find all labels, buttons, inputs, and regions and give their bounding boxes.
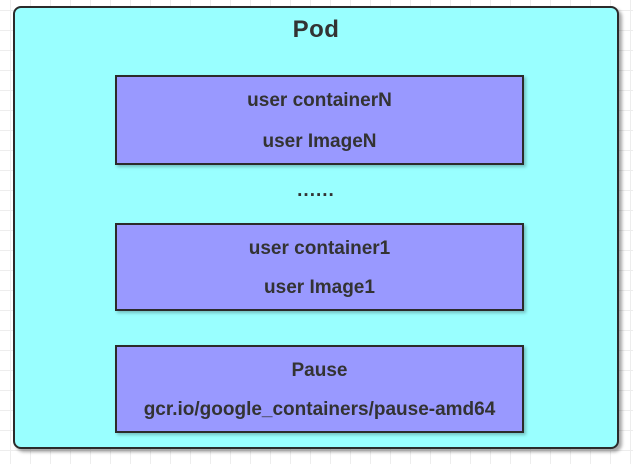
container-name: user containerN	[247, 90, 392, 111]
container-shape-n: user containerN user ImageN	[115, 75, 524, 165]
container-name: Pause	[291, 360, 348, 381]
container-image: user Image1	[264, 277, 375, 298]
container-shape-1: user container1 user Image1	[115, 223, 524, 311]
pause-container-shape: Pause gcr.io/google_containers/pause-amd…	[115, 345, 524, 433]
container-name: user container1	[248, 238, 391, 259]
container-image: gcr.io/google_containers/pause-amd64	[143, 399, 496, 420]
pod-shape: Pod user containerN user ImageN ...... u…	[13, 6, 619, 449]
container-image: user ImageN	[262, 131, 377, 152]
ellipsis-text: ......	[297, 180, 335, 201]
pod-title: Pod	[292, 16, 340, 43]
